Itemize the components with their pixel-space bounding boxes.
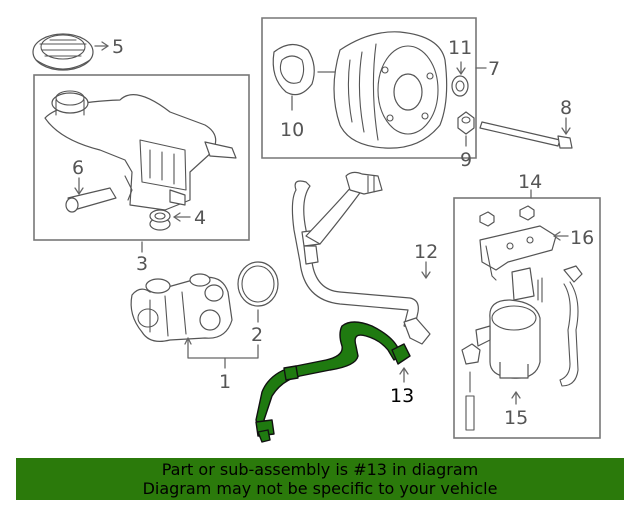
group-box-7 — [261, 17, 477, 159]
part-7-brake-booster[interactable] — [317, 31, 448, 149]
arrow-1 — [184, 337, 192, 345]
arrow-16 — [553, 231, 561, 241]
arrow-6 — [74, 187, 84, 195]
label-14[interactable]: 14 — [518, 171, 542, 193]
part-16-bracket[interactable] — [479, 205, 557, 281]
arrow-4 — [173, 212, 181, 222]
label-7[interactable]: 7 — [488, 58, 500, 80]
part-2-seal[interactable] — [237, 261, 279, 307]
label-12[interactable]: 12 — [414, 241, 438, 263]
info-banner: Part or sub-assembly is #13 in diagram D… — [16, 458, 624, 500]
part-6-level-sensor[interactable] — [65, 187, 117, 213]
leader-1 — [187, 337, 259, 359]
part-8-bolt[interactable] — [479, 121, 573, 149]
banner-line-2: Diagram may not be specific to your vehi… — [142, 479, 498, 498]
arrow-13 — [399, 367, 409, 375]
label-11[interactable]: 11 — [448, 37, 472, 59]
label-13[interactable]: 13 — [390, 385, 414, 407]
part-15-vacuum-pump[interactable] — [461, 265, 583, 431]
label-2[interactable]: 2 — [251, 324, 263, 346]
label-8[interactable]: 8 — [560, 97, 572, 119]
part-1-master-cylinder[interactable] — [130, 273, 233, 342]
part-9-nut[interactable] — [457, 111, 475, 135]
group-box-3 — [33, 74, 250, 241]
label-3[interactable]: 3 — [136, 253, 148, 275]
part-13-vacuum-hose-highlighted[interactable] — [255, 321, 411, 443]
arrow-11 — [456, 67, 466, 75]
arrow-5 — [101, 41, 109, 51]
part-5-reservoir-cap[interactable] — [32, 33, 94, 71]
group-box-14 — [453, 197, 601, 439]
part-3-reservoir[interactable] — [44, 90, 237, 211]
part-12-vacuum-hose[interactable] — [291, 171, 431, 345]
part-10-gasket[interactable] — [272, 43, 315, 96]
arrow-8 — [561, 127, 571, 135]
label-6[interactable]: 6 — [72, 157, 84, 179]
label-16[interactable]: 16 — [570, 227, 594, 249]
label-15[interactable]: 15 — [504, 407, 528, 429]
banner-line-1: Part or sub-assembly is #13 in diagram — [161, 460, 479, 479]
label-9[interactable]: 9 — [460, 149, 472, 171]
part-4-grommet[interactable] — [149, 209, 171, 231]
label-4[interactable]: 4 — [194, 207, 206, 229]
label-10[interactable]: 10 — [280, 119, 304, 141]
arrow-15 — [511, 391, 521, 399]
part-11-seal[interactable] — [451, 75, 469, 97]
label-1[interactable]: 1 — [219, 371, 231, 393]
label-5[interactable]: 5 — [112, 36, 124, 58]
arrow-12 — [421, 271, 431, 279]
